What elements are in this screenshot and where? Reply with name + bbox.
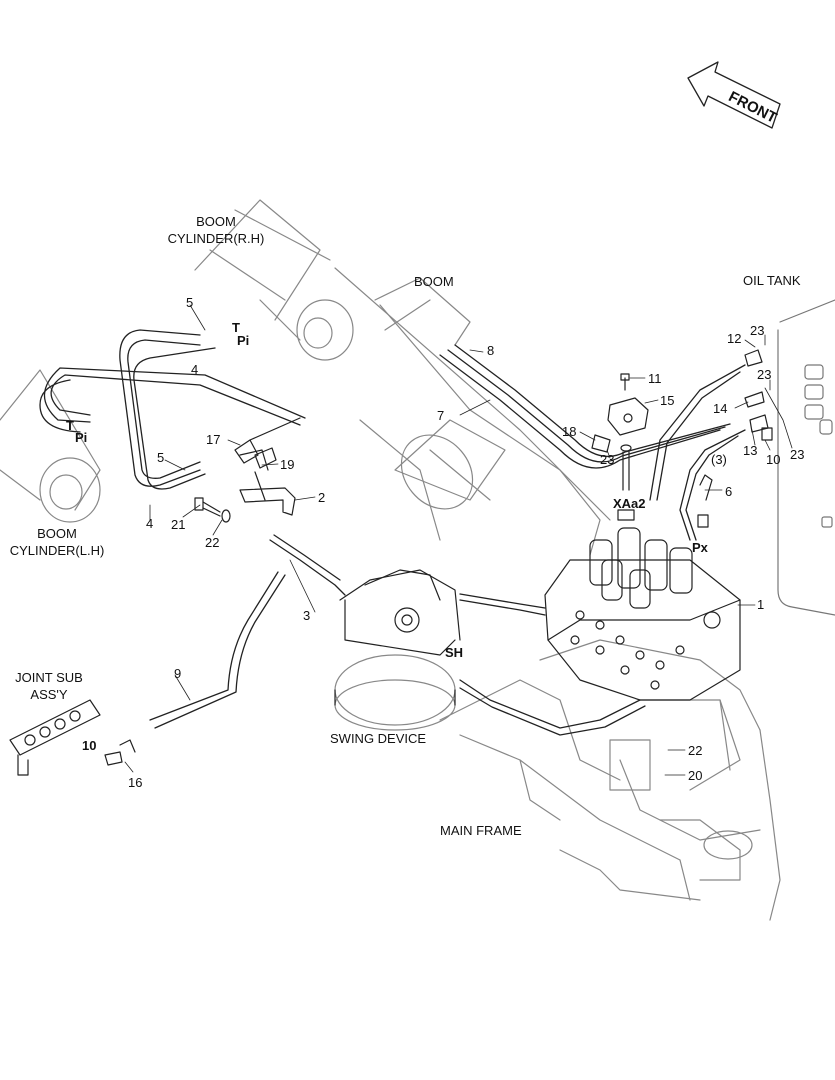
- fitting-17-19: [234, 417, 301, 469]
- oil-tank-label: OIL TANK: [743, 273, 801, 288]
- part-number-23-mid: 23: [757, 367, 772, 382]
- part-number-23-bottom: 23: [790, 447, 805, 462]
- main-frame-label: MAIN FRAME: [440, 823, 522, 838]
- boom-cylinder-rh-label-line1: BOOM: [196, 214, 236, 229]
- part-number-13: 13: [743, 443, 758, 458]
- part-number-7: 7: [437, 408, 445, 423]
- fitting-14: [744, 391, 765, 408]
- block-15: [607, 397, 649, 436]
- part-number-12: 12: [727, 331, 742, 346]
- port-pi-rh: Pi: [237, 333, 250, 348]
- part-number-3: 3: [303, 608, 311, 623]
- joint-sub-label-line2: ASS'Y: [30, 687, 68, 702]
- swing-device: [334, 569, 461, 731]
- part-number-19: 19: [280, 457, 295, 472]
- fitting-xaa2: [617, 444, 635, 521]
- bolt-11: [620, 373, 630, 391]
- part-number-4-upper: 4: [191, 362, 199, 377]
- part-number-22-right: 22: [688, 743, 703, 758]
- washer-22: [221, 509, 231, 523]
- port-pi-lh: Pi: [75, 430, 88, 445]
- part-number-14: 14: [713, 401, 728, 416]
- part-number-11: 11: [648, 371, 662, 386]
- part-number-18: 18: [562, 424, 577, 439]
- part-number-4-lower: 4: [146, 516, 154, 531]
- part-number-15: 15: [660, 393, 675, 408]
- bolt-21: [194, 497, 221, 517]
- port-t-lh: T: [66, 418, 74, 433]
- part-number-3-ref: (3): [711, 452, 727, 467]
- part-number-9: 9: [174, 666, 182, 681]
- boom-cylinder-lh-label-line1: BOOM: [37, 526, 77, 541]
- part-number-2: 2: [318, 490, 326, 505]
- port-sh: SH: [445, 645, 464, 660]
- plug-10: [761, 427, 773, 441]
- fitting-18: [591, 434, 611, 453]
- part-number-10-tank: 10: [766, 452, 781, 467]
- part-number-1: 1: [757, 597, 765, 612]
- main-frame-structure: [439, 639, 781, 921]
- part-number-5-upper: 5: [186, 295, 194, 310]
- boom-label: BOOM: [414, 274, 454, 289]
- boom-cylinder-rh-label-line2: CYLINDER(R.H): [167, 231, 265, 246]
- port-px: Px: [692, 540, 708, 555]
- boom-structure: [234, 209, 611, 556]
- part-number-23-top: 23: [750, 323, 765, 338]
- fitting-13: [749, 414, 769, 433]
- part-number-20: 20: [688, 768, 703, 783]
- leader-lines: [124, 304, 793, 776]
- port-xaa2: XAa2: [613, 496, 646, 511]
- part-number-23-block: 23: [600, 452, 615, 467]
- boom-cylinder-lh-label-line2: CYLINDER(L.H): [9, 543, 105, 558]
- hose-12-tank: [649, 364, 746, 501]
- joint-sub-assembly: [9, 699, 101, 776]
- part-number-22-left: 22: [205, 535, 220, 550]
- part-number-16: 16: [128, 775, 143, 790]
- boom-cylinder-rh: [194, 199, 354, 361]
- hose-3: [269, 534, 546, 616]
- part-number-21: 21: [171, 517, 186, 532]
- part-number-10-joint: 10: [82, 738, 97, 753]
- front-arrow-icon: [687, 61, 781, 129]
- part-number-8: 8: [487, 343, 495, 358]
- fitting-12: [744, 349, 763, 367]
- hose-sh: [459, 679, 646, 736]
- port-t-rh: T: [232, 320, 240, 335]
- hose-7-8: [439, 344, 731, 469]
- part-number-17: 17: [206, 432, 221, 447]
- hose-5-lh: [39, 367, 306, 433]
- main-control-valve: [544, 527, 741, 701]
- part-number-6: 6: [725, 484, 733, 499]
- oil-tank-outline: [777, 299, 835, 616]
- swing-device-label: SWING DEVICE: [330, 731, 427, 746]
- hose-5-rh: [119, 329, 216, 490]
- fitting-px: [697, 474, 713, 528]
- fitting-16: [104, 739, 136, 766]
- boom-cylinder-lh: [0, 369, 101, 523]
- hose-9: [149, 571, 286, 729]
- part-number-5-lower: 5: [157, 450, 165, 465]
- bracket-2: [239, 449, 296, 516]
- joint-sub-label-line1: JOINT SUB: [15, 670, 83, 685]
- hose-6-px: [679, 429, 746, 541]
